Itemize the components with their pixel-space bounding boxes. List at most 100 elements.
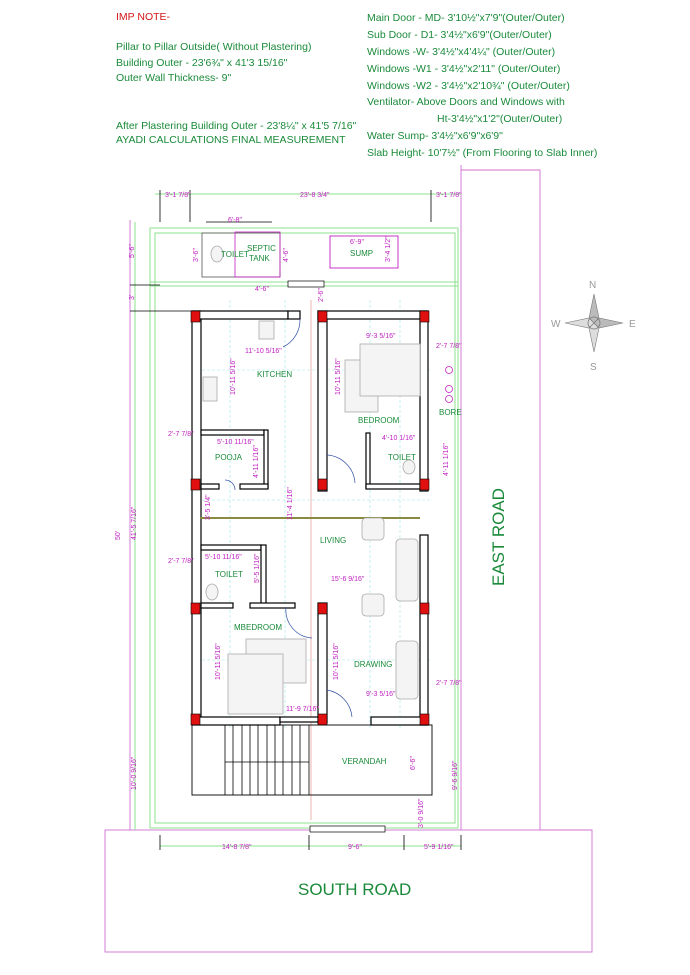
dimension-label: 5'-10 11/16" — [205, 554, 242, 561]
room-label-septic: SEPTIC — [247, 244, 276, 253]
dimension-label: 9'-6 9/16" — [452, 760, 459, 790]
toilet-seat-icon — [210, 245, 224, 263]
armchair-icon — [361, 593, 385, 617]
note-heading: IMP NOTE- — [116, 11, 171, 23]
verandah-stairs — [191, 724, 433, 796]
dimension-label: 3'-1 7/8" — [436, 192, 462, 199]
building-walls — [191, 310, 429, 726]
note-line: Pillar to Pillar Outside( Without Plaste… — [116, 41, 312, 53]
room-label-tank: TANK — [249, 254, 270, 263]
top-dimensions: 3'-1 7/8" 23'-8 3/4" 3'-1 7/8" — [155, 190, 462, 222]
spec-line: Slab Height- 10'7½" (From Flooring to Sl… — [367, 147, 597, 159]
compass-s: S — [590, 362, 597, 373]
dimension-label: 4'-11 1/16" — [443, 443, 450, 476]
dimension-label: 23'-8 3/4" — [300, 192, 330, 199]
room-label-toilet: TOILET — [215, 570, 243, 579]
bed-icon — [359, 343, 421, 397]
dimension-label: 15'-6 9/16" — [331, 576, 365, 583]
toilet-seat-icon — [205, 583, 219, 601]
notes-right: Main Door - MD- 3'10½"x7'9"(Outer/Outer)… — [367, 12, 597, 159]
room-label-verandah: VERANDAH — [342, 757, 387, 766]
dimension-label: 2'-7 7/8" — [436, 680, 462, 687]
stove-icon — [202, 376, 218, 402]
room-label-kitchen: KITCHEN — [257, 370, 292, 379]
room-label-mbedroom: MBEDROOM — [234, 623, 282, 632]
spec-line: Sub Door - D1- 3'4½"x6'9"(Outer/Outer) — [367, 29, 552, 41]
spec-line: Main Door - MD- 3'10½"x7'9"(Outer/Outer) — [367, 12, 565, 24]
sofa-icon — [395, 538, 419, 602]
dimension-label: 4'-6" — [255, 286, 269, 293]
sump — [329, 235, 399, 269]
room-label-bedroom: BEDROOM — [358, 416, 400, 425]
spec-line: Windows -W- 3'4½"x4'4¼" (Outer/Outer) — [367, 46, 555, 58]
spec-line: Ht-3'4½"x1'2"(Outer/Outer) — [437, 113, 562, 125]
bore-icon — [445, 366, 453, 374]
compass-icon: N S E W — [551, 280, 636, 373]
left-dimensions: 5'-6" 3' 50' 41'-5 7/16" 10'-0 9/16" — [115, 222, 200, 830]
note-line: Outer Wall Thickness- 9" — [116, 72, 231, 84]
dimension-label: 5'-6" — [129, 244, 136, 258]
south-road-label: SOUTH ROAD — [298, 880, 411, 899]
bottom-dimensions: 14'-8 7/8" 9'-6" 5'-9 1/16" — [159, 835, 462, 851]
dimension-label: 11'-9 7/16" — [286, 706, 319, 713]
room-label-bore: BORE — [439, 408, 462, 417]
room-label-living: LIVING — [320, 536, 346, 545]
backyard: 6'-8" 3'-6" 4'-6" 4'-6" TOILET SEPTIC TA… — [193, 217, 399, 293]
room-label-sump: SUMP — [350, 249, 373, 258]
dimension-label: 4'-6" — [283, 248, 290, 262]
dimension-label: 11'-4 1/16" — [287, 487, 294, 520]
compass-n: N — [589, 280, 596, 291]
spec-line: Ventilator- Above Doors and Windows with — [367, 96, 565, 108]
dimension-label: 5'-10 11/16" — [217, 439, 254, 446]
notes-left: IMP NOTE- Pillar to Pillar Outside( With… — [116, 11, 357, 146]
dimension-label: 50' — [115, 531, 122, 540]
furniture — [202, 318, 453, 718]
dimension-label: 3'-6" — [193, 248, 200, 262]
room-label-pooja: POOJA — [215, 453, 243, 462]
note-line: After Plastering Building Outer - 23'8¼"… — [116, 120, 357, 132]
dimension-label: 3'-1 7/8" — [165, 192, 191, 199]
dimension-label: 10'-11 5/16" — [335, 358, 342, 395]
dimension-label: 4'-10 1/16" — [382, 435, 416, 442]
sofa-icon — [395, 640, 419, 700]
dimension-label: 10'-0 9/16" — [131, 756, 138, 790]
note-line: Building Outer - 23'6¾" x 41'3 15/16" — [116, 57, 288, 69]
dimension-label: 9'-3 5/16" — [366, 333, 396, 340]
dimension-label: 2'-7 7/8" — [168, 431, 194, 438]
dimension-label: 6'-9" — [350, 239, 364, 246]
dimension-label: 9'-6" — [348, 844, 362, 851]
dimension-label: 5'-9 1/16" — [424, 844, 454, 851]
dimension-label: 3'-5 1/4" — [205, 494, 212, 520]
dimension-label: 14'-8 7/8" — [222, 844, 252, 851]
spec-line: Windows -W2 - 3'4½"x2'10¾" (Outer/Outer) — [367, 80, 570, 92]
pillars — [190, 310, 430, 726]
dimension-label: 2'-7 7/8" — [436, 343, 462, 350]
dimension-label: 11'-10 5/16" — [245, 348, 282, 355]
bed-icon — [227, 653, 284, 715]
dimension-label: 2'-6" — [318, 288, 325, 302]
dimension-label: 10'-11 5/16" — [215, 643, 222, 680]
dimension-label: 6'-8" — [228, 217, 242, 224]
dimension-label: 3' — [129, 295, 136, 300]
armchair-icon — [361, 517, 385, 541]
dimension-label: 5'-5 1/16" — [254, 553, 261, 583]
dimension-label: 3'-0 9/16" — [418, 798, 425, 828]
spec-line: Water Sump- 3'4½"x6'9"x6'9" — [367, 130, 503, 142]
dimension-label: 3'-4 1/2" — [385, 236, 392, 262]
note-line: AYADI CALCULATIONS FINAL MEASUREMENT — [116, 134, 346, 146]
dimension-label: 41'-5 7/16" — [131, 506, 138, 540]
sink-icon — [258, 320, 275, 340]
room-labels: KITCHEN BEDROOM BORE POOJA TOILET LIVING… — [215, 370, 462, 766]
dimension-label: 10'-11 5/16" — [333, 643, 340, 680]
room-label-drawing: DRAWING — [354, 660, 392, 669]
dimension-label: 6'-6" — [410, 756, 417, 770]
compass-w: W — [551, 319, 561, 330]
room-label-toilet: TOILET — [388, 453, 416, 462]
room-label-toilet-outside: TOILET — [221, 250, 249, 259]
spec-line: Windows -W1 - 3'4½"x2'11" (Outer/Outer) — [367, 63, 560, 75]
dimension-label: 4'-11 1/16" — [253, 445, 260, 478]
toilet-seat-icon — [402, 459, 416, 475]
site-boundary — [104, 165, 593, 953]
compass-e: E — [629, 319, 636, 330]
